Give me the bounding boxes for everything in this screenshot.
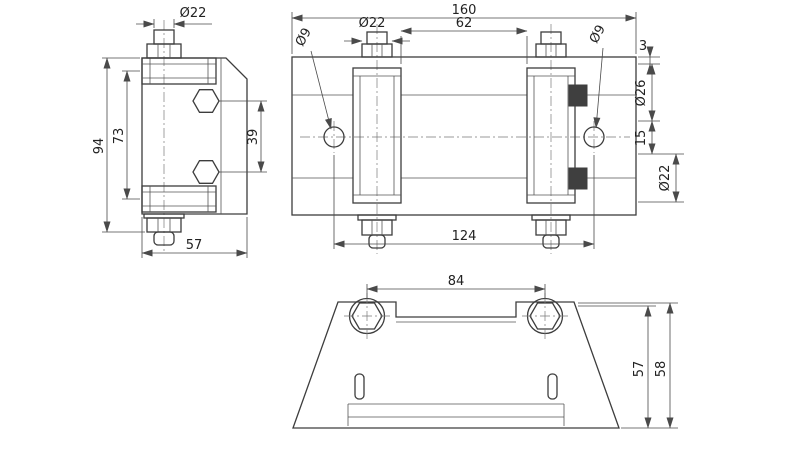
side-view: Ø22 94 73 39 57 xyxy=(92,6,267,258)
dim-front-width-inner: 62 xyxy=(456,16,473,31)
dim-front-roller-gap: 15 xyxy=(634,130,649,147)
front-plate xyxy=(291,56,637,216)
dim-side-height-inner: 73 xyxy=(112,128,127,145)
bottom-slot-left xyxy=(354,373,365,400)
dim-bottom-height-inner: 57 xyxy=(632,361,647,378)
dim-front-dia-hole-right: Ø9 xyxy=(587,23,609,46)
side-bracket-outline xyxy=(141,57,248,215)
front-hole-left xyxy=(323,126,345,148)
dim-side-dia-top: Ø22 xyxy=(180,6,207,21)
front-boss-top xyxy=(568,84,588,107)
front-top-nut-right xyxy=(535,43,567,58)
side-bottom-stud xyxy=(153,231,175,246)
dim-front-dia-bolt-top: Ø22 xyxy=(359,16,386,31)
dim-front-plate-edge: 3 xyxy=(639,39,647,54)
dim-front-dia-roller-small: Ø22 xyxy=(658,165,673,192)
dim-front-dia-hole-left: Ø9 xyxy=(293,26,315,49)
bottom-bracket-outline xyxy=(292,301,620,429)
side-hex-bolt-bottom xyxy=(192,160,220,184)
front-boss-bottom xyxy=(568,167,588,190)
side-top-nut xyxy=(146,43,182,59)
dim-bottom-height-outer: 58 xyxy=(654,361,669,378)
side-hex-bolt-top xyxy=(192,89,220,113)
dim-front-hole-spacing: 124 xyxy=(452,229,477,244)
side-bottom-roller xyxy=(141,185,217,213)
dim-side-width: 57 xyxy=(186,238,203,253)
front-view: 160 62 Ø22 Ø9 Ø9 3 Ø26 15 Ø22 xyxy=(291,3,684,254)
bottom-view: 84 57 58 xyxy=(292,274,678,429)
dim-front-dia-roller-large: Ø26 xyxy=(634,80,649,107)
front-top-nut-left xyxy=(361,43,393,58)
dim-front-width-total: 160 xyxy=(452,3,477,18)
dim-side-height-outer: 94 xyxy=(92,138,107,155)
bottom-slot-right xyxy=(547,373,558,400)
dim-side-bolt-spacing: 39 xyxy=(246,129,261,146)
front-roller-left xyxy=(352,67,402,204)
dim-bottom-bolt-spacing: 84 xyxy=(448,274,465,289)
front-roller-right xyxy=(526,67,576,204)
side-top-roller xyxy=(141,57,217,85)
